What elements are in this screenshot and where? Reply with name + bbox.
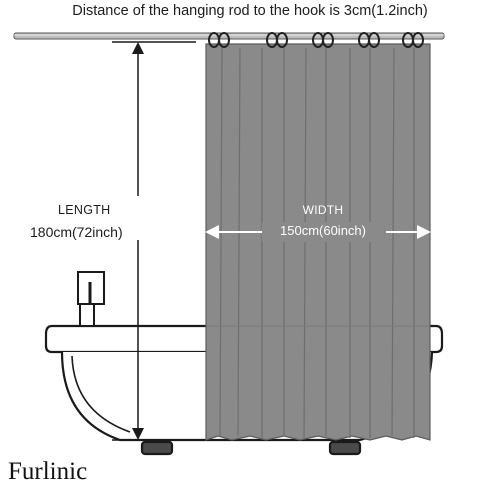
hook-pair-2	[266, 32, 288, 48]
width-dimension	[205, 222, 431, 242]
length-value: 180cm(72inch)	[30, 224, 123, 240]
hook-pair-1	[208, 32, 230, 48]
brand-logo: Furlinic	[8, 458, 88, 485]
length-dimension	[112, 41, 196, 441]
curtain-hooks	[208, 32, 424, 48]
faucet	[77, 271, 105, 327]
hook-pair-5	[402, 32, 424, 48]
rod-distance-note: Distance of the hanging rod to the hook …	[72, 3, 428, 19]
hook-pair-4	[358, 32, 380, 48]
hook-pair-3	[312, 32, 334, 48]
length-title: LENGTH	[58, 203, 111, 217]
width-value: 150cm(60inch)	[280, 223, 366, 238]
width-title: WIDTH	[302, 203, 344, 217]
